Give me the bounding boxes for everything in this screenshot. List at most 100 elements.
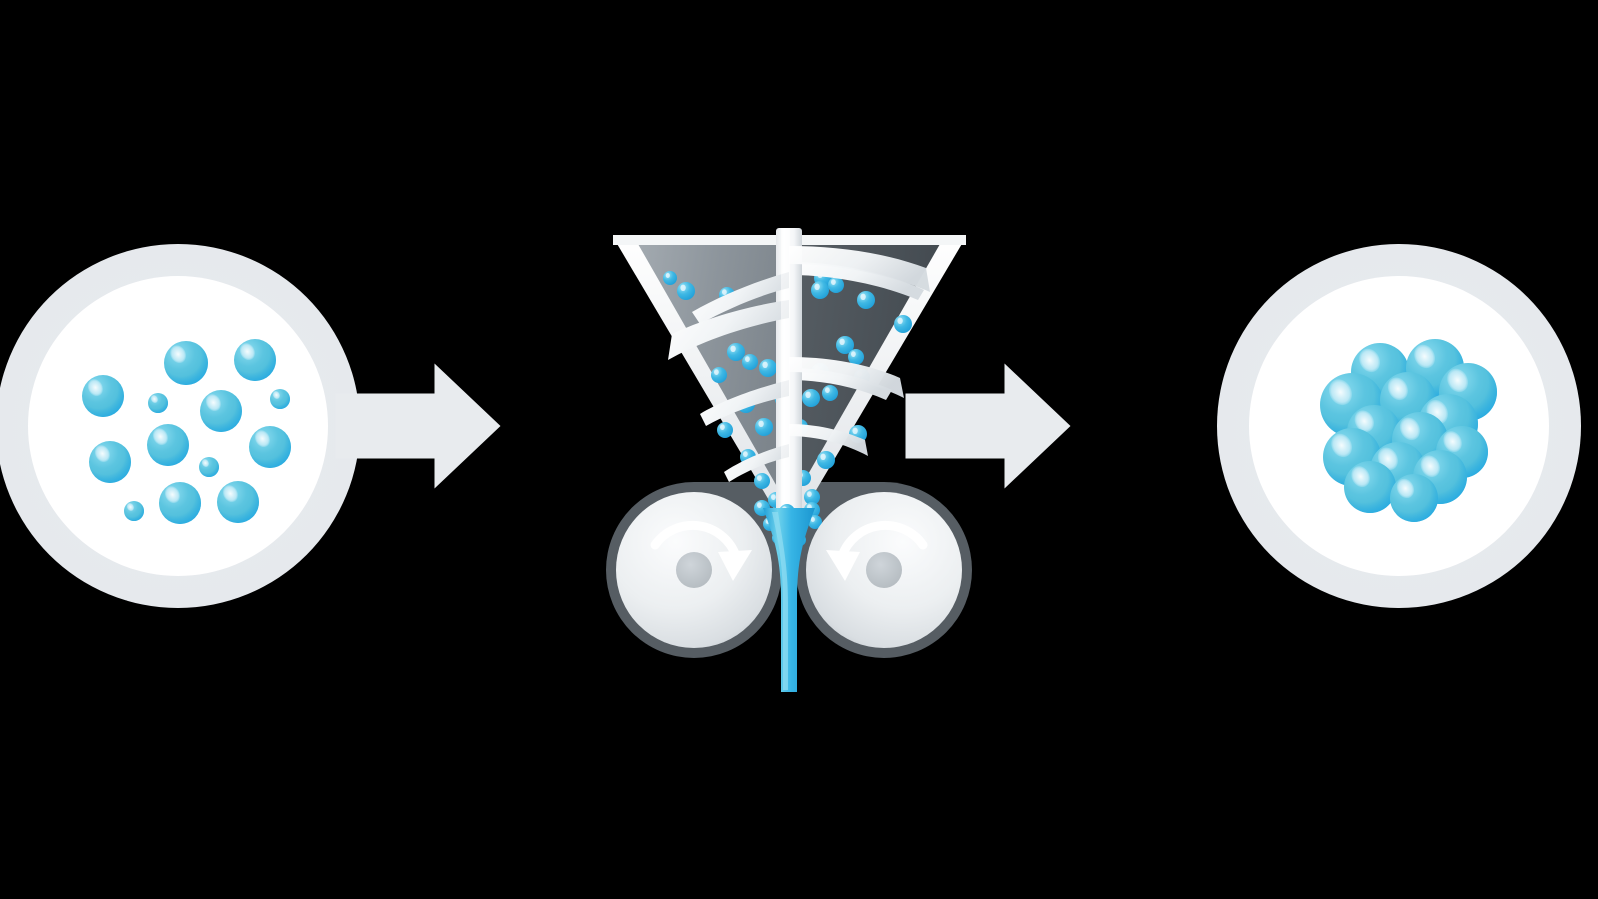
screw-auger	[668, 228, 930, 524]
funnel-droplet-highlight	[722, 289, 727, 295]
droplet-highlight	[254, 430, 270, 448]
droplet-highlight	[94, 445, 110, 463]
droplet-highlight	[87, 379, 103, 397]
cluster-droplet-highlight	[1420, 455, 1441, 478]
stage-output-agglomerated-droplets	[1217, 244, 1581, 608]
flow-arrows	[335, 363, 1071, 489]
droplet-rim	[124, 501, 144, 521]
cluster-droplet-highlight	[1331, 433, 1353, 458]
droplet-rim	[234, 339, 276, 381]
droplet-highlight	[239, 343, 255, 361]
droplet-group-agglomerated	[1320, 339, 1497, 522]
cluster-droplet-highlight	[1359, 348, 1381, 373]
droplet-highlight	[164, 486, 180, 504]
droplet-highlight	[170, 345, 187, 364]
funnel-droplet	[711, 367, 727, 383]
droplet-rim	[199, 457, 219, 477]
roller-left-rotation-arrow	[650, 520, 752, 581]
auger-flight-front	[668, 246, 930, 482]
funnel-droplet	[727, 343, 745, 361]
funnel-droplet-highlight	[730, 345, 736, 352]
funnel-droplet-highlight	[805, 391, 811, 398]
droplet-highlight	[126, 502, 134, 512]
funnel-droplet	[828, 277, 844, 293]
funnel-droplet-highlight	[814, 283, 820, 290]
cluster-droplet-highlight	[1414, 344, 1436, 369]
output-stream	[763, 508, 815, 692]
droplet-highlight	[205, 394, 221, 412]
converging-droplet-highlight	[757, 502, 762, 508]
roller-right	[806, 492, 962, 648]
funnel-droplet	[742, 354, 758, 370]
funnel-droplet	[811, 281, 829, 299]
funnel-droplet	[802, 389, 820, 407]
droplet-rim	[270, 389, 290, 409]
funnel-droplet-highlight	[762, 361, 768, 368]
funnel-droplet-highlight	[860, 293, 866, 300]
funnel-droplet-highlight	[825, 387, 830, 393]
cluster-droplet-highlight	[1396, 478, 1415, 499]
cluster-droplet-highlight	[1399, 417, 1420, 441]
droplet-highlight	[152, 428, 168, 446]
droplet-highlight	[272, 390, 280, 400]
funnel-droplet	[822, 385, 838, 401]
funnel-droplet-highlight	[743, 451, 748, 457]
funnel-droplet	[894, 315, 912, 333]
funnel-droplet-highlight	[807, 491, 812, 497]
cluster-droplet-highlight	[1351, 466, 1370, 488]
funnel-droplet	[677, 282, 695, 300]
funnel-droplet	[857, 291, 875, 309]
roller-right-rotation-arrow	[826, 520, 928, 581]
droplet-rim	[159, 482, 201, 524]
droplet-rim	[164, 341, 208, 385]
auger-flight-back	[789, 262, 924, 400]
funnel-droplet-highlight	[758, 420, 764, 427]
droplet-rim	[82, 375, 124, 417]
flow-arrow-right	[905, 363, 1071, 489]
funnel-droplet-highlight	[714, 369, 719, 375]
cluster-droplet-rim	[1344, 461, 1396, 513]
funnel-droplet-highlight	[831, 279, 836, 285]
auger-shaft-highlight	[781, 228, 790, 524]
droplet-rim	[89, 441, 131, 483]
droplet-rim	[200, 390, 242, 432]
roller-left	[616, 492, 772, 648]
funnel-droplet	[755, 418, 773, 436]
stream-highlight	[772, 512, 788, 690]
droplet-rim	[148, 393, 168, 413]
funnel-droplet-highlight	[771, 494, 776, 500]
funnel-droplet	[848, 349, 864, 365]
funnel-droplet	[663, 271, 677, 285]
funnel-droplet	[817, 451, 835, 469]
badge-face-left	[28, 276, 328, 576]
stage-process-machine	[606, 228, 972, 692]
droplet-highlight	[201, 458, 209, 468]
cluster-droplet-highlight	[1447, 368, 1469, 393]
funnel-droplet-highlight	[680, 284, 686, 291]
funnel-droplet-highlight	[820, 453, 826, 460]
funnel-droplet-highlight	[839, 338, 845, 345]
roller-pair	[616, 492, 962, 648]
funnel-droplet-highlight	[851, 351, 856, 357]
stream-body	[763, 508, 815, 692]
roller-left-hub	[676, 552, 712, 588]
cluster-droplet-highlight	[1443, 431, 1462, 453]
funnel-droplet-highlight	[665, 273, 670, 278]
droplet-rim	[217, 481, 259, 523]
roller-right-hub	[866, 552, 902, 588]
cluster-droplet-highlight	[1387, 377, 1408, 401]
converging-droplet-highlight	[810, 517, 815, 522]
stage-input-dispersed-droplets	[0, 244, 360, 608]
droplet-highlight	[150, 394, 158, 404]
funnel-droplet-highlight	[852, 427, 858, 434]
funnel-droplet-highlight	[745, 356, 750, 362]
droplet-group-dispersed	[82, 339, 291, 524]
funnel-droplet	[759, 359, 777, 377]
cluster-droplet-rim	[1390, 474, 1438, 522]
funnel-droplet	[717, 422, 733, 438]
droplet-highlight	[222, 485, 238, 503]
funnel-droplet	[754, 473, 770, 489]
droplet-rim	[249, 426, 291, 468]
